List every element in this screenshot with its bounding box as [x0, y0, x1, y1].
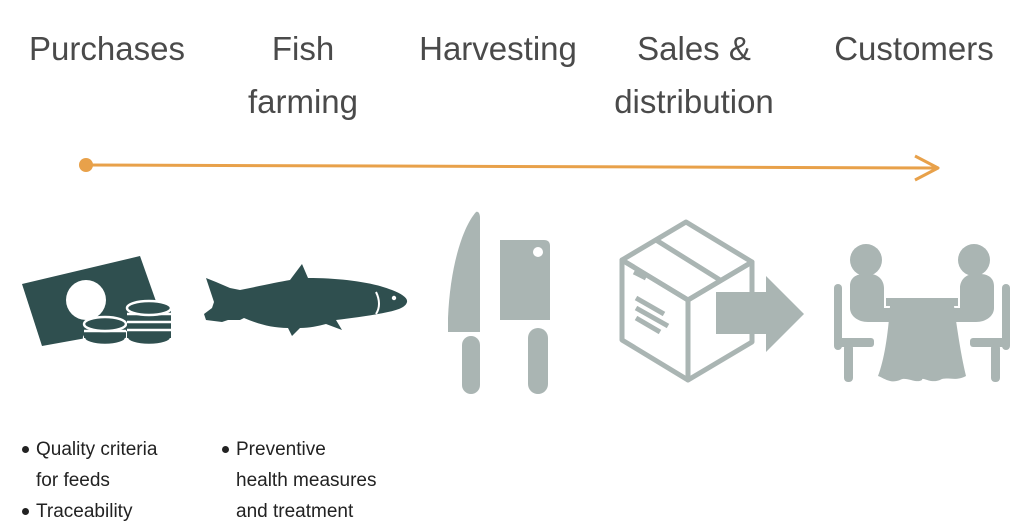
purchases-bullet-list: Quality criteria for feeds Traceability — [22, 434, 202, 527]
stage-title-sales-distribution: Sales & distribution — [614, 30, 774, 120]
flow-arrow-line — [85, 163, 939, 170]
stage-title-harvesting: Harvesting — [419, 30, 577, 67]
stage-title-fish-farming: Fish farming — [247, 30, 359, 120]
money-and-coins-icon — [22, 256, 173, 347]
flow-arrow-start-dot — [79, 158, 93, 172]
flow-arrow — [79, 154, 940, 182]
stage-title-purchases: Purchases — [29, 30, 185, 67]
flow-arrow-head — [914, 154, 940, 182]
diners-at-table-icon — [834, 244, 1010, 382]
stage-title-customers: Customers — [834, 30, 994, 67]
shipping-box-icon — [619, 219, 804, 383]
fish-farming-bullet-list: Preventive health measures and treatment — [222, 434, 422, 527]
list-item: Quality criteria for feeds — [22, 434, 202, 496]
fish-icon — [204, 264, 408, 336]
knives-icon — [448, 211, 550, 394]
list-item: Preventive health measures and treatment — [222, 434, 422, 527]
